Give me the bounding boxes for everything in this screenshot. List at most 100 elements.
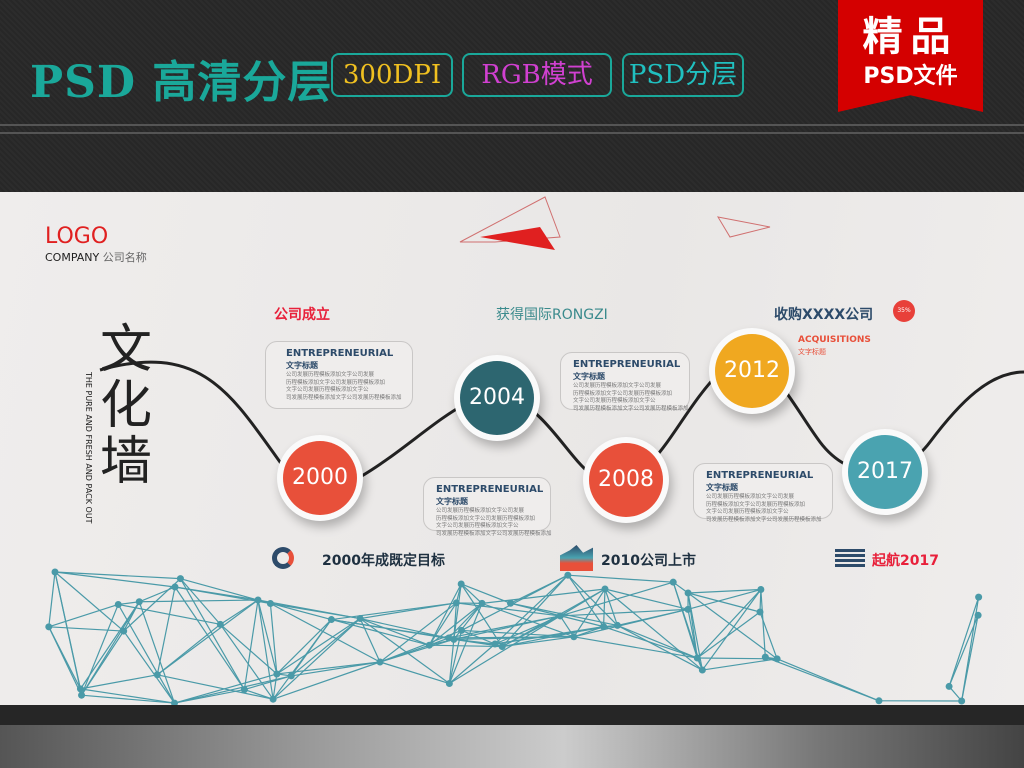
bubble-subheading: 文字标题 bbox=[706, 483, 738, 492]
network-line bbox=[448, 603, 483, 684]
network-line bbox=[701, 589, 762, 671]
network-line bbox=[139, 599, 259, 603]
network-line bbox=[272, 618, 361, 700]
network-line bbox=[428, 583, 462, 646]
network-node bbox=[693, 654, 701, 662]
company-en: COMPANY bbox=[45, 251, 100, 264]
network-line bbox=[617, 624, 703, 671]
network-lines bbox=[45, 196, 1024, 705]
network-node bbox=[761, 653, 769, 661]
network-node bbox=[266, 599, 274, 607]
bubble-line: 公司发展历程模板添加文字公司发展 bbox=[706, 494, 795, 500]
network-node bbox=[356, 615, 364, 623]
network-node bbox=[564, 571, 572, 579]
network-node bbox=[974, 611, 982, 619]
network-line bbox=[359, 618, 381, 663]
network-node bbox=[600, 623, 608, 631]
network-line bbox=[54, 571, 181, 580]
network-node bbox=[51, 568, 59, 576]
tag-300dpi: 300DPI bbox=[331, 53, 453, 97]
acquisitions-heading: ACQUISITIONS bbox=[798, 335, 871, 345]
network-node bbox=[773, 655, 781, 663]
divider bbox=[0, 124, 1024, 126]
network-line bbox=[687, 588, 762, 610]
network-node bbox=[491, 640, 499, 648]
premium-ribbon: 精品 PSD文件 bbox=[838, 0, 983, 112]
divider bbox=[0, 132, 1024, 134]
network-node bbox=[958, 697, 966, 705]
network-line bbox=[617, 608, 689, 627]
year-label: 2004 bbox=[460, 361, 534, 435]
year-2017: 2017 bbox=[842, 429, 928, 515]
network-node bbox=[327, 616, 335, 624]
network-node bbox=[376, 658, 384, 666]
bubble-subheading: 文字标题 bbox=[436, 497, 468, 506]
network-line bbox=[174, 586, 245, 690]
bubble-line: 司发展历程模板添加文字公司发展历程模板添加 bbox=[573, 405, 689, 412]
network-line bbox=[276, 618, 361, 675]
network-line bbox=[448, 643, 496, 684]
network-line bbox=[460, 583, 483, 604]
network-line bbox=[567, 574, 618, 626]
network-line bbox=[48, 626, 124, 632]
network-line bbox=[174, 586, 259, 601]
bubble-line: 历程模板添加文字公司发展历程模板添加 bbox=[286, 379, 386, 386]
network-line bbox=[174, 673, 278, 704]
network-line bbox=[696, 611, 761, 659]
header-band: PSD 高清分层 300DPI RGB模式 PSD分层 精品 PSD文件 bbox=[0, 0, 1024, 192]
header-title: PSD 高清分层 bbox=[30, 57, 333, 108]
network-line bbox=[48, 626, 83, 696]
ribbon-line2: PSD文件 bbox=[863, 64, 958, 89]
network-line bbox=[604, 588, 619, 626]
year-label: 2000 bbox=[283, 441, 357, 515]
percent-badge: 35% bbox=[893, 300, 915, 322]
milestone-acquisition: 收购XXXX公司 bbox=[774, 307, 874, 323]
network-node bbox=[570, 633, 578, 641]
bubble-line: 公司发展历程模板添加文字公司发展 bbox=[286, 372, 375, 378]
network-line bbox=[244, 689, 274, 700]
bubble-line: 历程模板添加文字公司发展历程模板添加 bbox=[436, 515, 536, 522]
network-line bbox=[448, 602, 483, 639]
milestone-2000-goal: 2000年成既定目标 bbox=[322, 553, 445, 569]
network-line bbox=[270, 602, 381, 663]
network-line bbox=[428, 602, 457, 646]
bubble-subheading: 文字标题 bbox=[286, 361, 318, 370]
milestone-funding: 获得国际RONGZI bbox=[496, 307, 608, 323]
network-node bbox=[601, 585, 609, 593]
network-line bbox=[219, 599, 259, 625]
network-node bbox=[176, 575, 184, 583]
company-name: COMPANY 公司名称 bbox=[45, 249, 147, 265]
network-line bbox=[702, 658, 778, 671]
network-line bbox=[573, 636, 698, 659]
network-node bbox=[875, 697, 883, 705]
network-line bbox=[760, 589, 766, 658]
network-node bbox=[120, 627, 128, 635]
network-line bbox=[138, 601, 176, 704]
bubble-heading: ENTREPRENEURIAL bbox=[706, 470, 814, 481]
network-line bbox=[276, 619, 332, 675]
network-node bbox=[684, 589, 692, 597]
year-label: 2012 bbox=[715, 334, 789, 408]
network-node bbox=[445, 634, 453, 642]
logo: LOGO bbox=[45, 224, 109, 249]
network-line bbox=[559, 588, 606, 617]
culture-wall-poster: LOGO COMPANY 公司名称 文化墙 THE PURE AND FRESH… bbox=[0, 192, 1024, 705]
network-node bbox=[478, 599, 486, 607]
network-line bbox=[448, 630, 463, 684]
network-line bbox=[567, 574, 674, 583]
network-line bbox=[494, 615, 561, 645]
tag-psd: PSD分层 bbox=[622, 53, 744, 97]
network-line bbox=[179, 578, 221, 625]
network-node bbox=[613, 621, 621, 629]
network-line bbox=[54, 571, 125, 632]
network-line bbox=[604, 588, 689, 610]
network-node bbox=[153, 671, 161, 679]
network-line bbox=[460, 583, 511, 604]
triangle-deco bbox=[716, 216, 771, 238]
network-line bbox=[449, 615, 561, 685]
bubble-line: 文字公司发展历程模板添加文字公 bbox=[706, 509, 789, 515]
network-line bbox=[123, 578, 181, 632]
bubble-subheading: 文字标题 bbox=[573, 372, 605, 381]
network-node bbox=[756, 608, 764, 616]
